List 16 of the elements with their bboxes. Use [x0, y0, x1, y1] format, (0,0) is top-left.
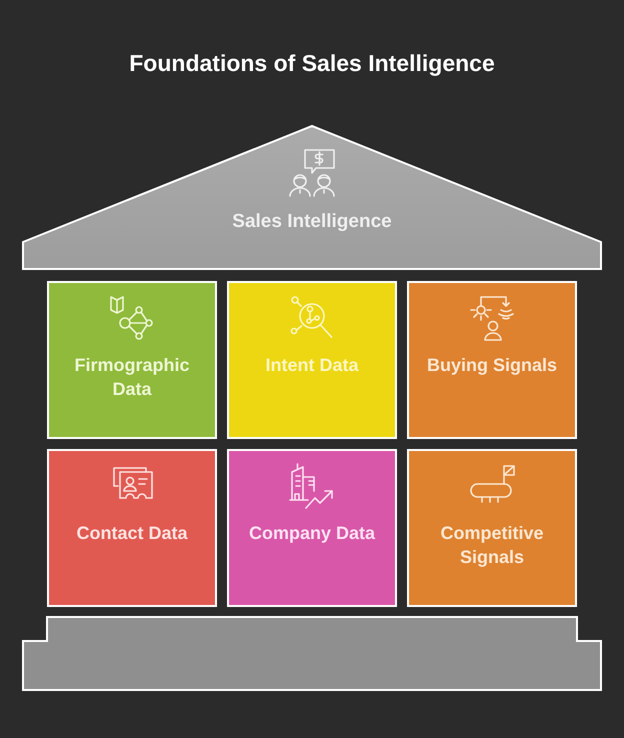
diagram-title: Foundations of Sales Intelligence [129, 49, 495, 77]
pedestal-shape [22, 616, 602, 691]
category-card [227, 449, 397, 607]
node-label: Firmographic Data [73, 354, 190, 401]
node-label: Company Data [248, 522, 376, 545]
node-label: Intent Data [265, 354, 358, 377]
category-card [47, 281, 217, 439]
roof-shape [22, 124, 602, 271]
category-card [47, 449, 217, 607]
node-label: Sales Intelligence [232, 210, 392, 234]
node-label: Competitive Signals [439, 522, 545, 569]
node-label: Contact Data [76, 522, 188, 545]
category-card [227, 281, 397, 439]
category-card [407, 449, 577, 607]
node-label: Buying Signals [426, 354, 558, 377]
category-card [407, 281, 577, 439]
